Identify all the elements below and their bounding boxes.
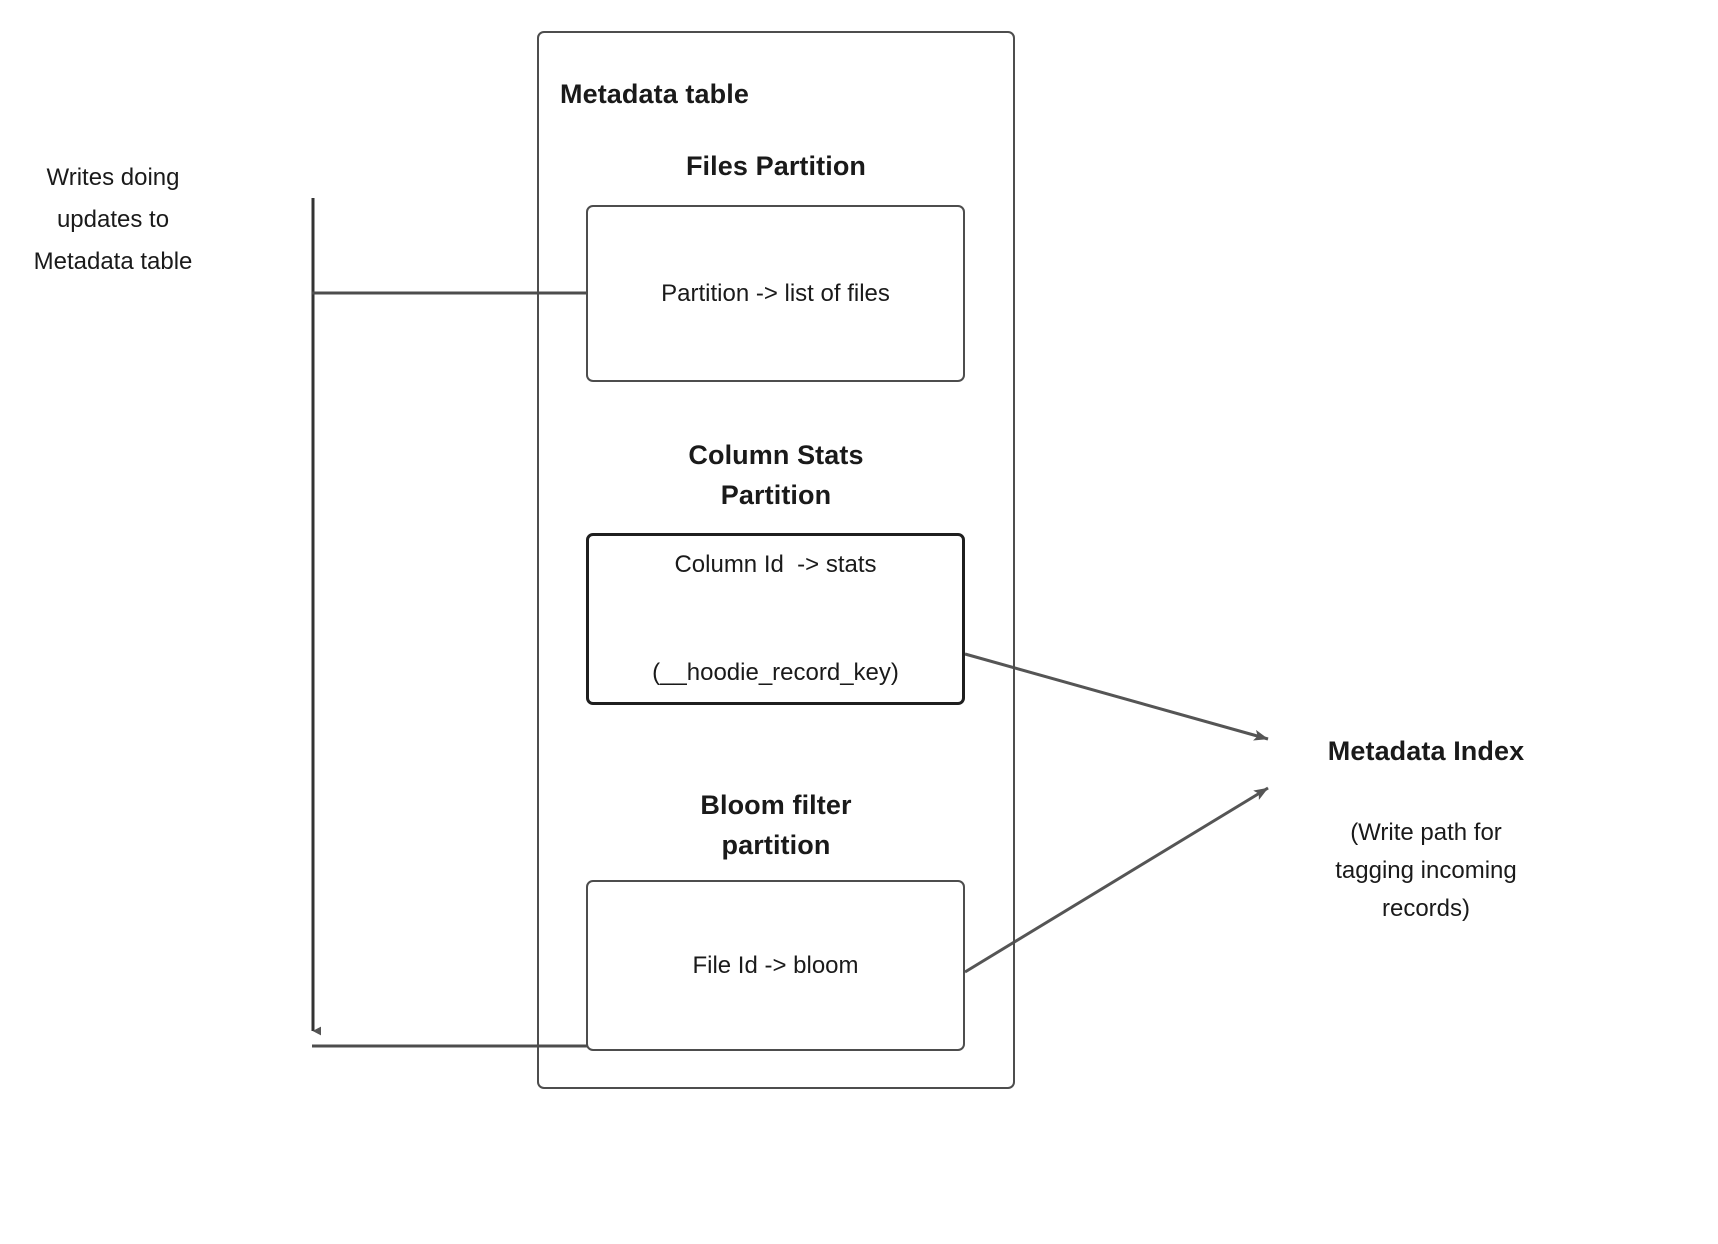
files-partition-box-line-1: Partition -> list of files — [661, 279, 890, 307]
column-stats-partition-box: Column Id -> stats (__hoodie_record_key) — [586, 533, 965, 705]
column-stats-partition-heading: Column Stats Partition — [537, 435, 1015, 515]
metadata-table-container — [537, 31, 1015, 1089]
bloom-filter-partition-box-line-1: File Id -> bloom — [692, 951, 859, 979]
metadata-index-caption-line-3: records) — [1381, 895, 1471, 922]
column-stats-partition-box-line-2: (__hoodie_record_key) — [652, 659, 899, 686]
metadata-index-caption-line-1: (Write path for — [1350, 819, 1502, 846]
files-partition-heading: Files Partition — [537, 146, 1015, 186]
files-partition-box: Partition -> list of files — [586, 205, 965, 382]
bloom-filter-partition-heading: Bloom filter partition — [537, 785, 1015, 865]
metadata-index-caption: (Write path for tagging incoming records… — [1300, 814, 1552, 928]
writes-annotation-line-3: Metadata table — [33, 248, 193, 275]
column-stats-partition-heading-line-1: Column Stats — [688, 440, 864, 470]
bloom-filter-partition-heading-line-2: partition — [721, 830, 831, 860]
column-stats-partition-box-text: Column Id -> stats (__hoodie_record_key) — [652, 475, 899, 763]
metadata-index-title: Metadata Index — [1327, 736, 1525, 766]
column-stats-partition-heading-line-2: Partition — [720, 480, 832, 510]
column-stats-partition-box-line-1: Column Id -> stats — [674, 551, 877, 578]
bloom-filter-partition-box: File Id -> bloom — [586, 880, 965, 1051]
writes-annotation: Writes doing updates to Metadata table — [9, 157, 217, 283]
writes-annotation-line-1: Writes doing — [46, 164, 180, 191]
metadata-table-title: Metadata table — [560, 79, 749, 109]
files-partition-heading-line-1: Files Partition — [685, 151, 867, 181]
metadata-index-caption-line-2: tagging incoming — [1335, 857, 1517, 884]
writes-annotation-line-2: updates to — [56, 206, 170, 233]
bloom-filter-partition-heading-line-1: Bloom filter — [700, 790, 852, 820]
bloom-filter-partition-box-text: File Id -> bloom — [692, 876, 858, 1056]
files-partition-box-text: Partition -> list of files — [661, 204, 890, 384]
